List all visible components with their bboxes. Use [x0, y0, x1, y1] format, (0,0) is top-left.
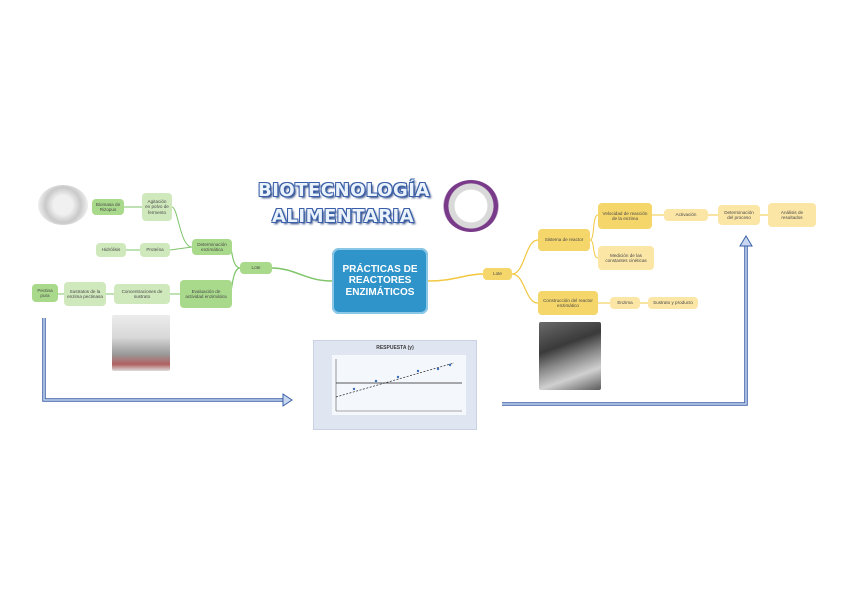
test-tubes-photo [112, 315, 170, 371]
chart-plot [332, 355, 466, 415]
data-point-1 [352, 387, 356, 391]
plot-area [332, 355, 466, 415]
right-node-t2[interactable]: Activación [664, 209, 708, 221]
data-point-6 [448, 363, 452, 367]
data-point-2 [374, 379, 378, 383]
data-point-3 [396, 375, 400, 379]
central-topic[interactable]: PRÁCTICAS DE REACTORES ENZIMÁTICOS [332, 248, 428, 314]
left-hub[interactable]: Lote [240, 262, 272, 274]
left-branch-bottom[interactable]: Evaluación de actividad enzimática [180, 280, 232, 308]
chart-title: RESPUESTA (y) [376, 345, 414, 351]
left-node-c1[interactable]: Pectina pura [32, 284, 58, 302]
left-node-c3[interactable]: Concentraciones de sustrato [114, 284, 170, 304]
institution-seal-logo [443, 180, 499, 232]
left-node-b1[interactable]: Hidrólisis [96, 243, 126, 257]
title-line-1: BIOTECNOLOGÍA [258, 180, 430, 201]
right-node-b1[interactable]: Enzima [610, 297, 640, 309]
left-branch-top[interactable]: Determinación enzimática [192, 239, 232, 255]
right-node-t4[interactable]: Análisis de resultados [768, 203, 816, 227]
right-node-t1[interactable]: Velocidad de reacción de la enzima [598, 203, 652, 229]
left-node-b2[interactable]: Proteína [140, 243, 170, 257]
right-node-m1[interactable]: Medición de las constantes cinéticas [598, 246, 654, 270]
left-node-c2[interactable]: Sustratos de la enzima pectinasa [64, 282, 106, 306]
right-node-t3[interactable]: Determinación del proceso [718, 205, 760, 225]
title-line-2: ALIMENTARIA [272, 206, 415, 227]
biomass-photo [38, 185, 88, 225]
trend-line [335, 362, 455, 398]
right-branch-top[interactable]: Sistema de reactor [538, 229, 590, 251]
reactor-photo [539, 322, 601, 390]
data-point-4 [416, 369, 420, 373]
left-node-a1[interactable]: Biomasa de Rizopus [92, 199, 124, 215]
right-branch-bottom[interactable]: Construcción del reactor enzimático [538, 291, 598, 315]
right-node-b2[interactable]: Sustrato y producto [648, 297, 698, 309]
left-node-a2[interactable]: Agitación en polvo de fermento [142, 193, 172, 221]
response-chart: RESPUESTA (y) [313, 340, 477, 430]
data-point-5 [436, 367, 440, 371]
right-hub[interactable]: Lote [483, 268, 512, 280]
